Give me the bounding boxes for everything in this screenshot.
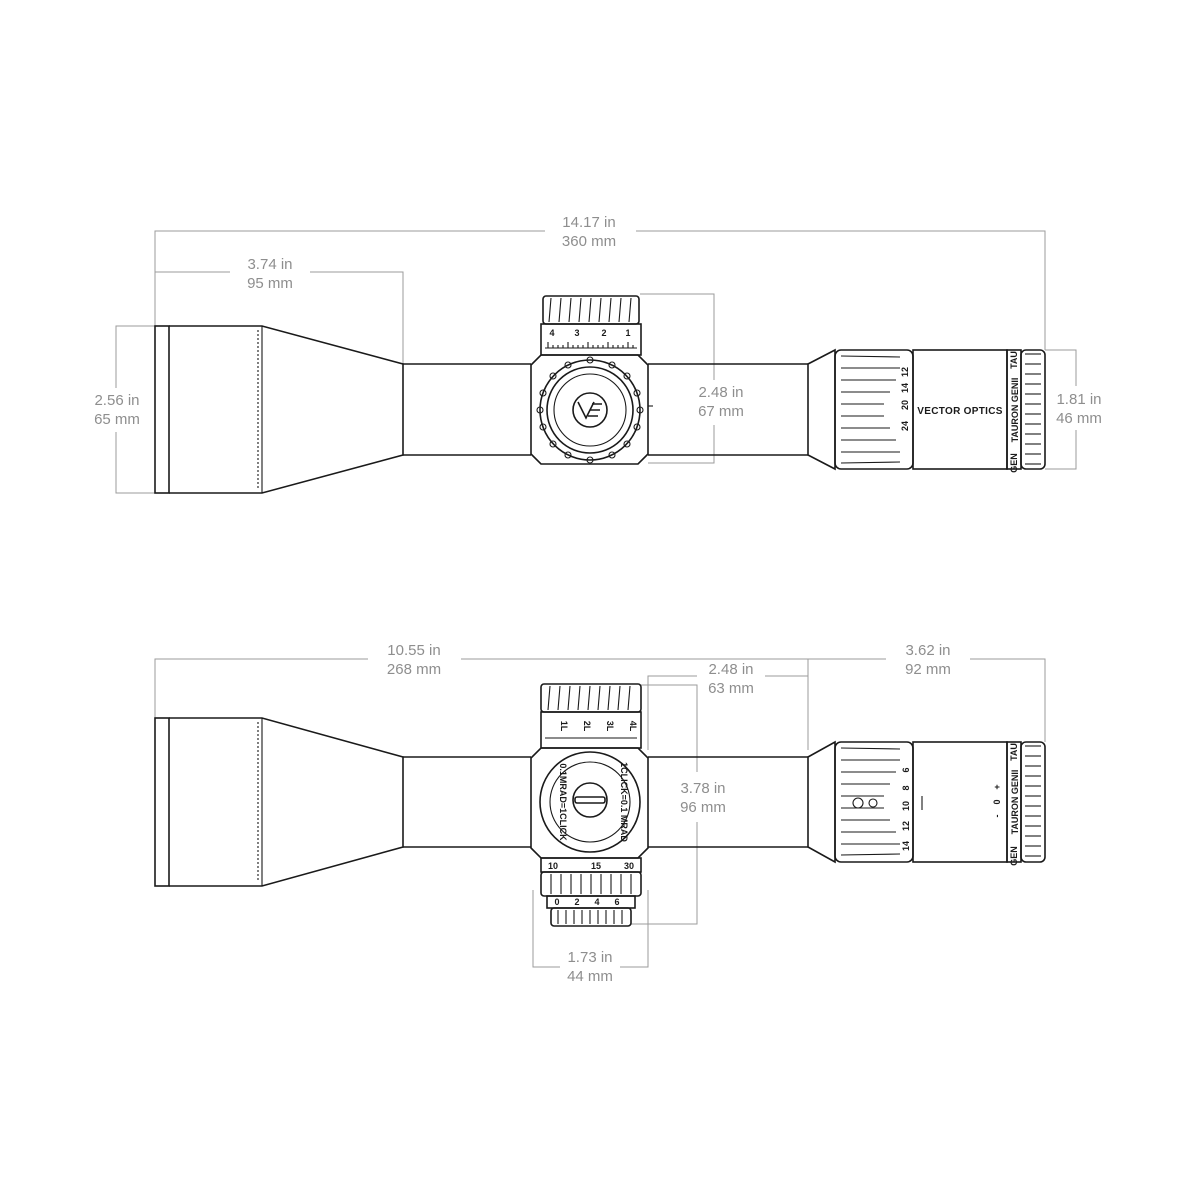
dim-rear-length-mm: 92 mm [905,661,951,678]
dim-front-length-mm: 268 mm [387,661,441,678]
dim-objective-diameter: 2.56 in 65 mm [94,325,155,494]
mag-scale-8-side: 8 [901,785,911,790]
magnification-ring-top[interactable]: 12 14 20 24 [834,349,914,470]
elevation-scale-2: 2 [601,328,606,338]
mag-scale-14-top: 14 [900,383,910,393]
vo-logo-icon [577,401,602,420]
dim-turret-width: 1.73 in 44 mm [532,890,649,985]
throw-lever-hole-icon [852,797,864,809]
windage-knob-top[interactable] [536,356,644,464]
illum-scale-6: 6 [614,897,619,907]
windage-scale-2l: 2L [582,721,592,732]
cap-ring-text-left: 0.1MRAD=1CLICK [558,763,568,841]
illumination-knob[interactable]: 0 2 4 6 [540,871,642,927]
windage-knob-top-teeth [536,356,644,464]
dim-objective-bell-length-in: 3.74 in [247,256,292,273]
dim-overall-length-in: 14.17 in [562,214,615,231]
side-view: 10.55 in 268 mm 3.62 in 92 mm 2.48 in 63… [154,642,1046,985]
dim-turret-offset-in: 2.48 in [708,661,753,678]
dim-turret-offset: 2.48 in 63 mm [647,661,808,750]
parallax-scale-15: 15 [591,861,601,871]
parallax-scale-10: 10 [548,861,558,871]
mag-ring-knurl-top [840,355,901,464]
model-label-top: TAURON GENII [1010,378,1020,443]
dim-turret-width-mm: 44 mm [567,968,613,985]
dim-turret-span-in: 3.78 in [680,780,725,797]
mag-scale-20-top: 20 [900,400,910,410]
dim-front-length-in: 10.55 in [387,642,440,659]
windage-turret-side[interactable]: 1L 2L 3L 4L [540,683,642,749]
dim-turret-height-mm: 67 mm [698,403,744,420]
elevation-scale-1: 1 [625,328,630,338]
main-tube [403,348,836,471]
dim-rear-length-in: 3.62 in [905,642,950,659]
dim-turret-offset-mm: 63 mm [708,680,754,697]
dim-turret-height: 2.48 in 67 mm [640,293,744,464]
dim-eyepiece-diameter-in: 1.81 in [1056,391,1101,408]
objective-bell-side [154,717,404,887]
parallax-scale-band: 10 15 30 [540,857,642,873]
windage-scale-4l: 4L [628,721,638,732]
dim-eyepiece-diameter-mm: 46 mm [1056,410,1102,427]
elevation-cap-face[interactable]: 0.1MRAD=1CLICK 1CLICK=0.1 MRAD [539,751,641,853]
diopter-mark-minus: - [992,815,1002,818]
diopter-ring-top[interactable] [1020,349,1046,470]
dim-front-length: 10.55 in 268 mm [154,642,809,750]
mag-scale-12-side: 12 [901,821,911,831]
dim-objective-diameter-mm: 65 mm [94,411,140,428]
mag-scale-14-side: 14 [901,841,911,851]
cap-ring-text-right: 1CLICK=0.1 MRAD [619,762,629,842]
model-label-side: TAURON GENII [1010,770,1020,835]
main-tube-side [403,740,836,864]
dim-overall-length-mm: 360 mm [562,233,616,250]
eyepiece-mark-side-2: GEN [1009,846,1019,866]
parallax-scale-30: 30 [624,861,634,871]
windage-scale-3l: 3L [605,721,615,732]
diopter-mark-plus: + [992,784,1002,789]
eyepiece-housing-side: + 0 - TAURON GENII TAU GEN [912,741,1022,866]
elevation-knurl [548,297,632,323]
mag-scale-6-side: 6 [901,767,911,772]
eyepiece-mark-top-1: TAU [1009,351,1019,369]
dim-rear-length: 3.62 in 92 mm [808,642,1046,742]
mag-scale-10-side: 10 [901,801,911,811]
dim-objective-bell-length-mm: 95 mm [247,275,293,292]
dim-turret-width-in: 1.73 in [567,949,612,966]
brand-label: VECTOR OPTICS [917,406,1002,417]
dim-overall-length: 14.17 in 360 mm [154,214,1046,350]
elevation-scale-4: 4 [549,328,554,338]
objective-bell [154,325,404,494]
illum-scale-4: 4 [594,897,599,907]
eyepiece-mark-side-1: TAU [1009,743,1019,761]
illum-scale-0: 0 [554,897,559,907]
dim-turret-span-mm: 96 mm [680,799,726,816]
diopter-mark-zero: 0 [992,799,1002,804]
elevation-scale-3: 3 [574,328,579,338]
mag-scale-12-top: 12 [900,367,910,377]
dim-objective-diameter-in: 2.56 in [94,392,139,409]
eyepiece-mark-top-2: GEN [1009,453,1019,473]
dim-turret-span: 3.78 in 96 mm [630,684,726,925]
dim-objective-bell-length: 3.74 in 95 mm [154,256,404,364]
dim-eyepiece-diameter: 1.81 in 46 mm [1045,349,1102,470]
mag-scale-24-top: 24 [900,421,910,431]
diopter-ring-side[interactable] [1020,741,1046,863]
eyepiece-housing-top: VECTOR OPTICS TAURON GENII TAU GEN [912,349,1022,473]
windage-knurl [547,685,631,711]
elevation-turret: 4 3 2 1 [540,295,642,356]
elevation-scale-ticks [545,342,637,349]
illum-scale-2: 2 [574,897,579,907]
top-view: 14.17 in 360 mm 3.74 in 95 mm 2.56 in 65… [94,214,1102,494]
dim-turret-height-in: 2.48 in [698,384,743,401]
turret-saddle [530,354,653,465]
windage-scale-1l: 1L [559,721,569,732]
throw-lever-hole-icon-2 [868,798,878,808]
magnification-ring-side[interactable]: 6 8 10 12 14 [834,741,914,863]
